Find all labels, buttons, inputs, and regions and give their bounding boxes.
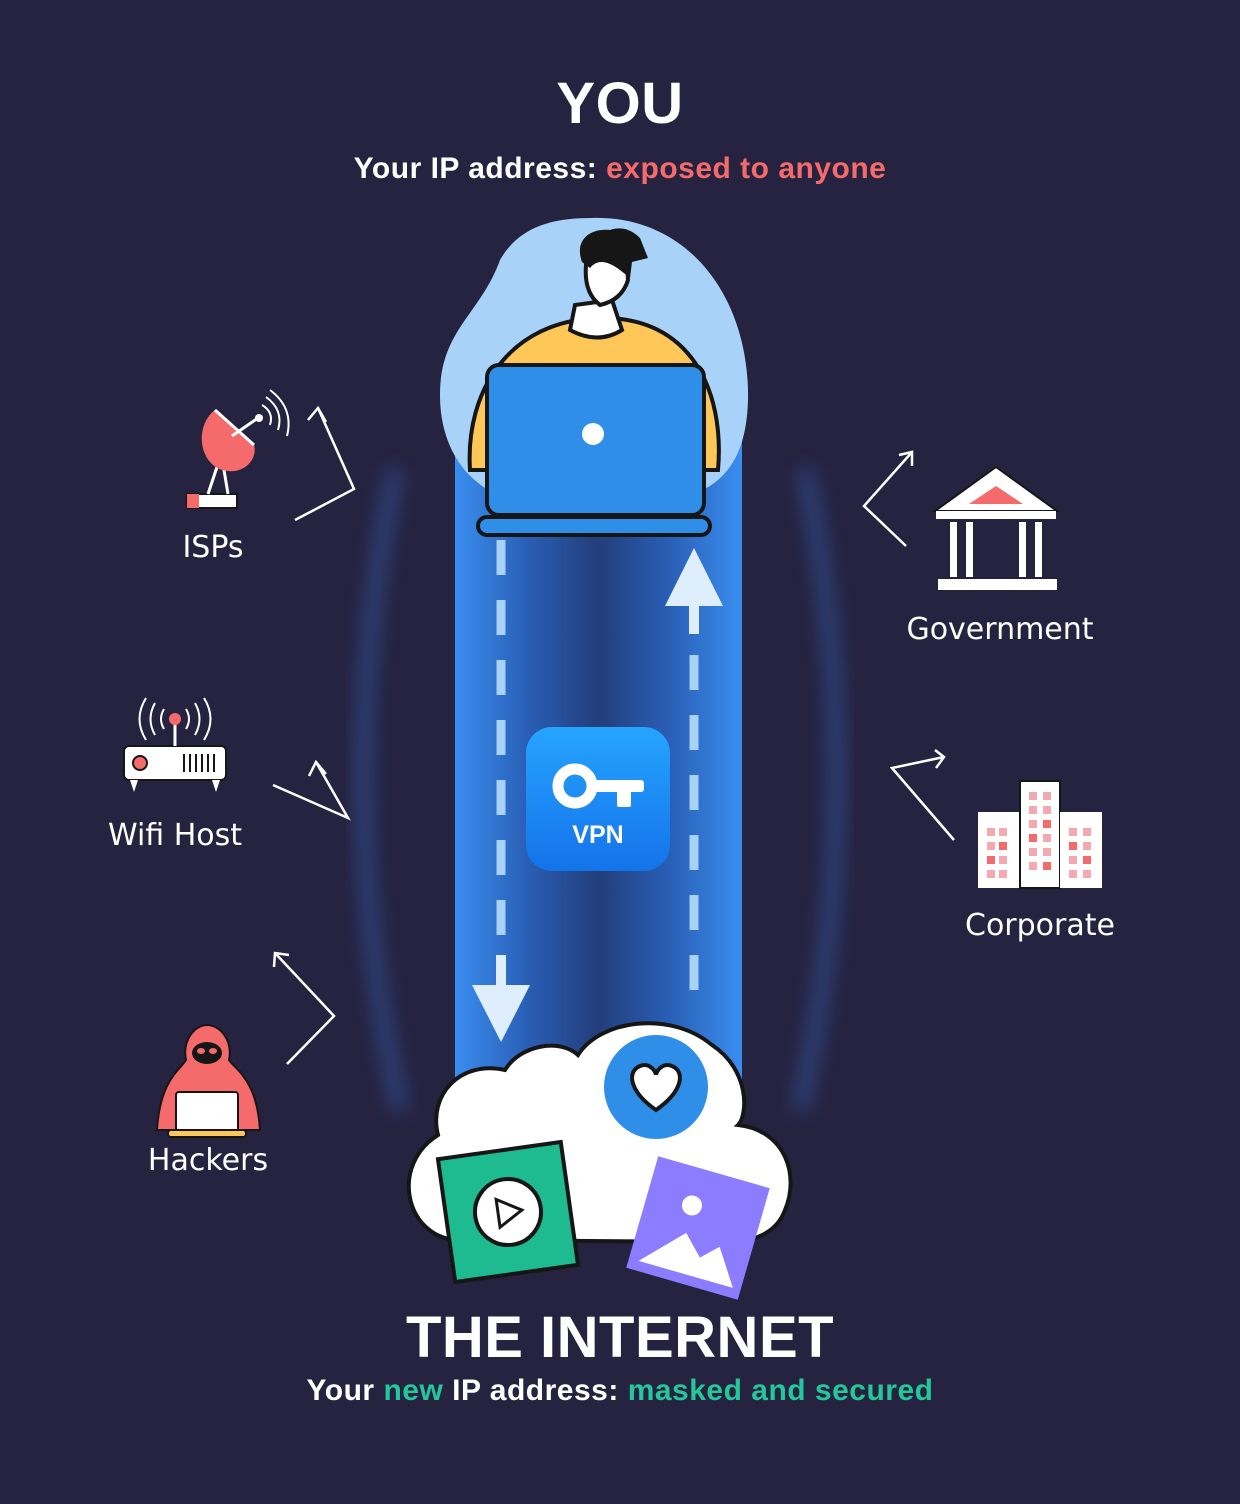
hackers-label: Hackers [147,1143,269,1178]
hacker-arrowhead [272,951,290,968]
corporate-label: Corporate [965,908,1115,943]
download-path [472,540,530,1042]
internet-title: THE INTERNET [405,1305,835,1370]
government-arrowhead [898,450,914,466]
wifi-arrowhead [307,759,327,777]
laptop-icon [476,363,712,537]
corporate-arrowhead [934,749,946,769]
isps-label: ISPs [182,530,244,565]
satellite-dish-icon [186,389,290,509]
isp-arrowhead [307,405,328,423]
upload-path [665,548,723,990]
internet-cloud [406,1021,793,1300]
internet-subtitle-part3: IP address: [443,1374,628,1407]
video-icon [435,1139,581,1285]
you-title: YOU [556,71,684,136]
hacker-deflect-arrow [274,952,336,1065]
shield-glow-right [795,469,842,1112]
you-subtitle: Your IP address: exposed to anyone [0,152,1240,186]
shield-glow-left [358,469,405,1112]
vpn-badge [526,727,670,871]
internet-subtitle-part1: Your [306,1374,384,1407]
vpn-label: VPN [572,821,623,849]
hacker-icon [155,1023,262,1138]
government-deflect-arrow [862,451,913,547]
key-icon [552,763,644,809]
internet-subtitle-secured: masked and secured [627,1374,934,1407]
internet-subtitle: Your new IP address: masked and secured [0,1374,1240,1408]
government-building-icon [931,465,1061,590]
internet-subtitle-new: new [383,1374,444,1407]
corporate-deflect-arrow [889,755,955,841]
office-buildings-icon [978,780,1102,889]
isp-deflect-arrow [294,407,356,522]
you-subtitle-prefix: Your IP address: [353,152,607,185]
image-icon [626,1156,770,1300]
wifi-router-icon [123,697,227,792]
heart-icon [604,1035,708,1139]
you-subtitle-highlight: exposed to anyone [606,152,887,185]
wifi-deflect-arrow [272,761,351,821]
wifi-host-label: Wifi Host [107,818,243,853]
government-label: Government [906,612,1094,647]
